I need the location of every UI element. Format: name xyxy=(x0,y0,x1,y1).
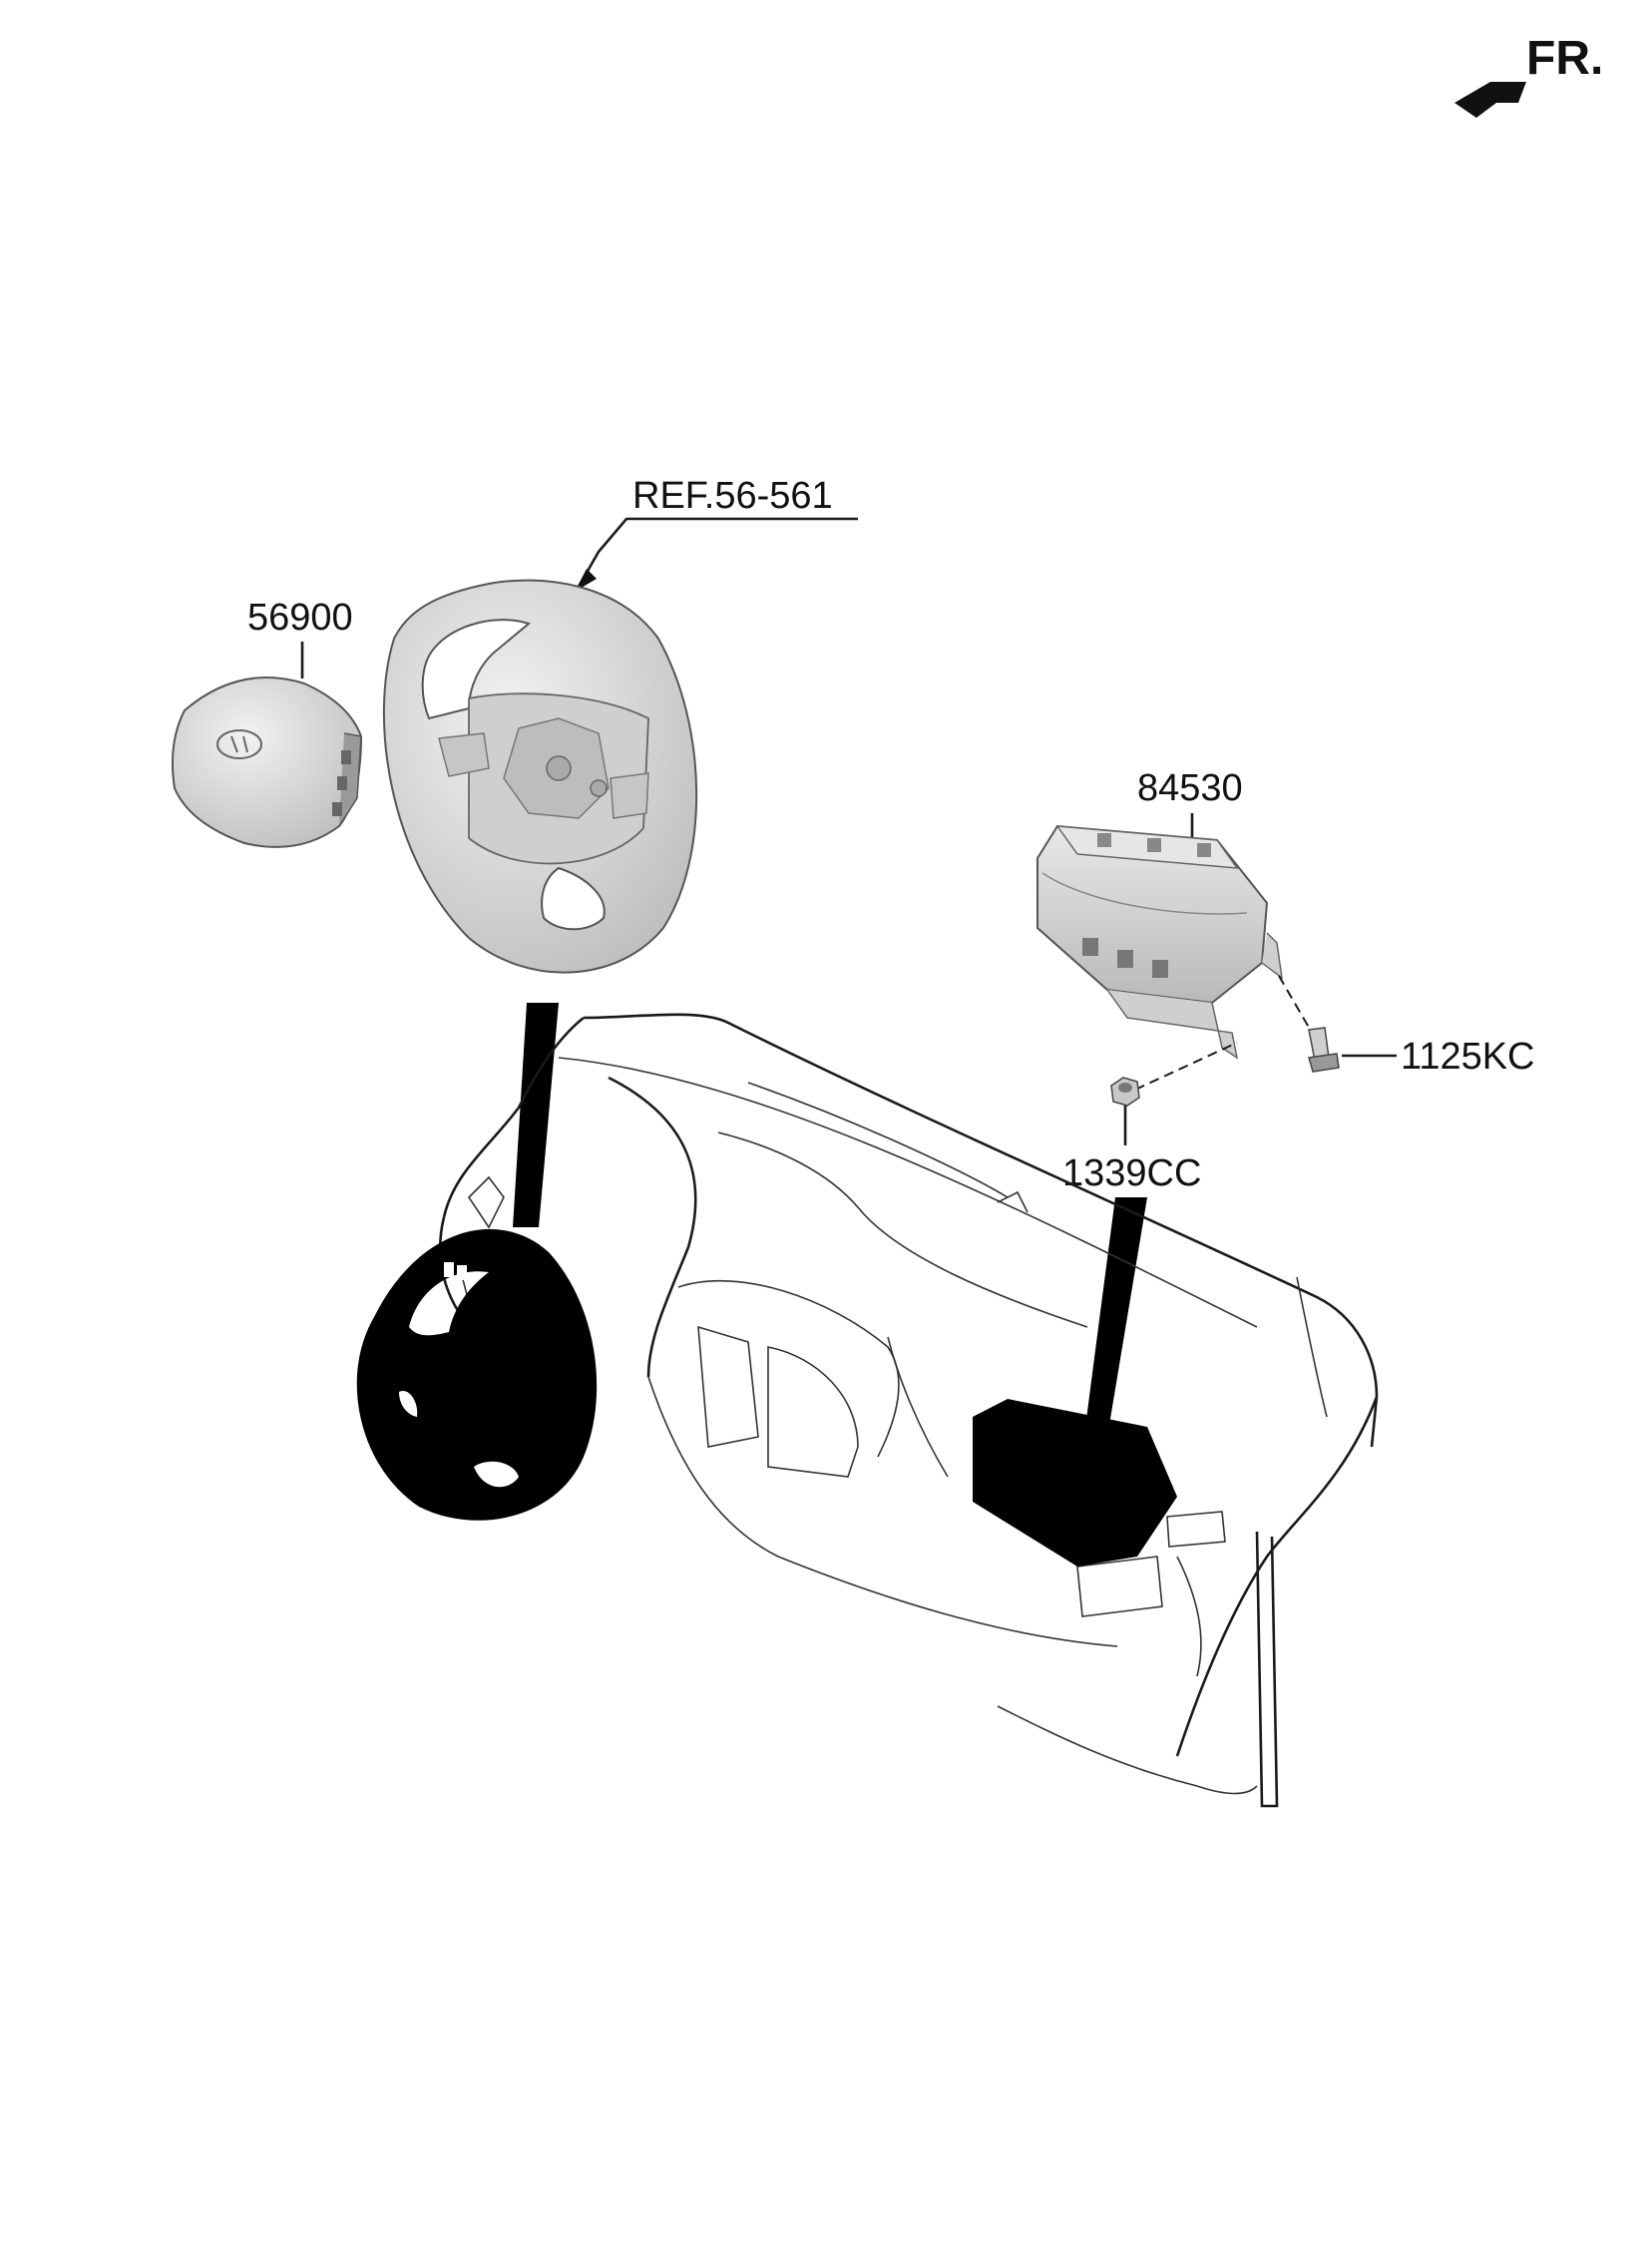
bolt-callout: 1125KC xyxy=(1278,975,1535,1078)
nut-callout: 1339CC xyxy=(1062,1042,1238,1194)
steering-wheel-arrow-icon xyxy=(575,569,597,592)
driver-airbag-label: 56900 xyxy=(247,597,353,639)
passenger-airbag-module xyxy=(1036,824,1283,1060)
steering-wheel-ref-label: REF.56-561 xyxy=(632,475,833,517)
driver-airbag-callout: 56900 xyxy=(247,597,353,678)
dashboard-panel xyxy=(439,1013,1379,1808)
steering-wheel-callout: REF.56-561 xyxy=(575,475,858,592)
nut-icon xyxy=(1110,1077,1140,1107)
nut-label: 1339CC xyxy=(1062,1152,1201,1194)
driver-airbag-module xyxy=(171,676,363,848)
steering-wheel-part xyxy=(382,579,698,974)
passenger-airbag-callout: 84530 xyxy=(1137,767,1243,848)
front-arrow-icon xyxy=(1454,82,1526,118)
front-label: FR. xyxy=(1526,32,1603,85)
bolt-dashed-line xyxy=(1278,975,1316,1039)
bolt-label: 1125KC xyxy=(1401,1036,1535,1078)
passenger-airbag-label: 84530 xyxy=(1137,767,1243,809)
nut-dashed-line xyxy=(1134,1042,1238,1091)
steering-wheel-pointer xyxy=(513,1003,559,1227)
installed-steering-wheel xyxy=(356,1228,598,1521)
passenger-airbag-pointer xyxy=(1085,1197,1147,1437)
installed-passenger-airbag xyxy=(973,1399,1177,1567)
front-direction-indicator: FR. xyxy=(1454,32,1603,118)
steering-wheel-leader-line xyxy=(577,517,858,588)
bolt-icon xyxy=(1308,1027,1340,1073)
hyundai-logo-icon xyxy=(216,729,262,759)
